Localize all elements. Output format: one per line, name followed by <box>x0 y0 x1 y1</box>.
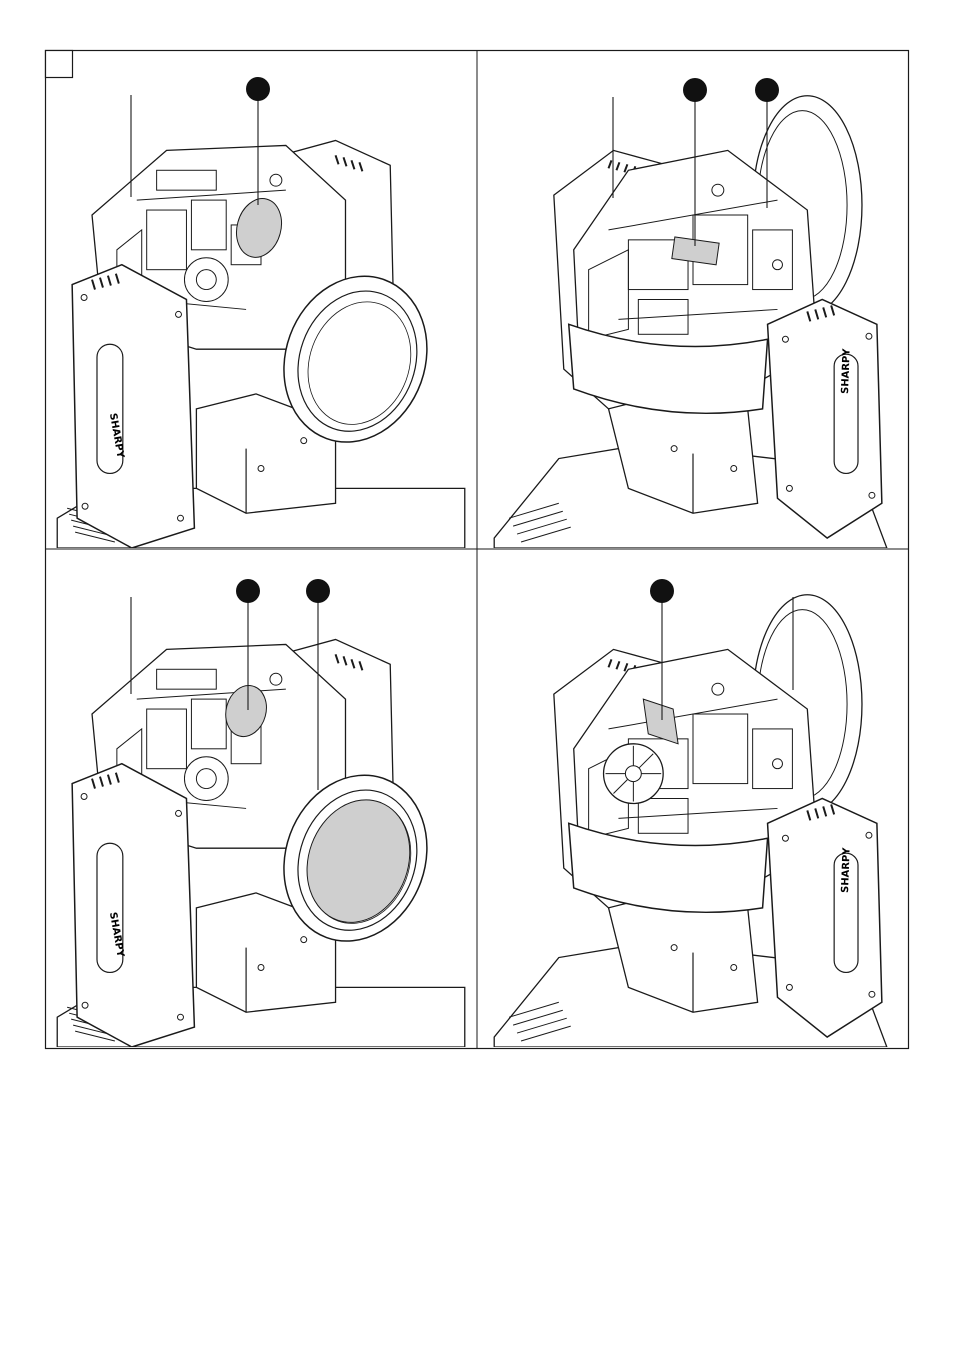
brand-label: SHARPY <box>840 348 853 394</box>
callout-marker <box>755 78 779 102</box>
panel-bottom-right: SHARPY <box>494 579 887 1047</box>
callout-marker <box>236 579 260 603</box>
brand-label: SHARPY <box>840 847 853 893</box>
callout-marker <box>246 77 270 101</box>
figure-number-box <box>46 51 73 78</box>
callout-marker <box>683 78 707 102</box>
panel-bottom-left: SHARPY <box>57 579 465 1047</box>
panel-top-left: SHARPY <box>57 77 465 548</box>
panel-top-right: SHARPY <box>494 78 887 548</box>
callout-marker <box>306 579 330 603</box>
callout-marker <box>650 579 674 603</box>
